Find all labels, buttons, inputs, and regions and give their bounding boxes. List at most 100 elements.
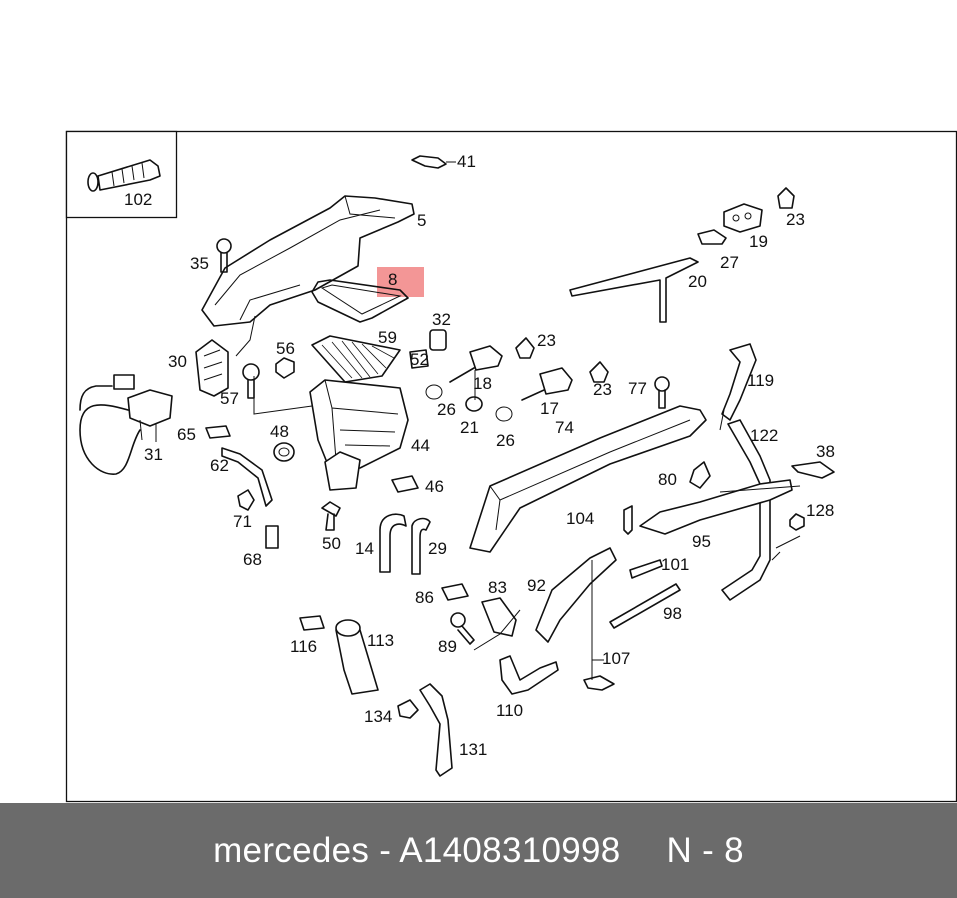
screw-104-icon bbox=[623, 505, 633, 535]
label-110: 110 bbox=[496, 701, 523, 720]
inset-box bbox=[65, 130, 178, 219]
panel-95-icon bbox=[639, 479, 793, 535]
label-30: 30 bbox=[168, 352, 187, 371]
strip-98-icon bbox=[609, 583, 681, 629]
screw-35-icon bbox=[216, 238, 232, 273]
label-41: 41 bbox=[457, 152, 476, 171]
clip-134-icon bbox=[397, 699, 419, 719]
label-31: 31 bbox=[144, 445, 163, 464]
label-23b: 23 bbox=[593, 380, 612, 399]
bulb-23b-icon bbox=[589, 361, 609, 383]
label-77: 77 bbox=[628, 379, 647, 398]
label-95: 95 bbox=[692, 532, 711, 551]
label-38: 38 bbox=[816, 442, 835, 461]
clip-65-icon bbox=[205, 425, 231, 439]
sensor-31-icon bbox=[79, 374, 173, 475]
footer-reference: N - 8 bbox=[666, 830, 744, 870]
label-86: 86 bbox=[415, 588, 434, 607]
label-14: 14 bbox=[355, 539, 374, 558]
label-52: 52 bbox=[410, 350, 429, 369]
label-119: 119 bbox=[747, 371, 774, 390]
nut-56-icon bbox=[275, 357, 295, 379]
label-32: 32 bbox=[432, 310, 451, 329]
footer-part-number: mercedes - A1408310998 bbox=[213, 830, 621, 870]
pipe-131-icon bbox=[419, 683, 453, 777]
label-21: 21 bbox=[460, 418, 479, 437]
bracket-110-icon bbox=[499, 655, 559, 695]
screw-89-icon bbox=[450, 612, 475, 645]
bracket-83-icon bbox=[481, 597, 517, 637]
label-46: 46 bbox=[425, 477, 444, 496]
label-17: 17 bbox=[540, 399, 559, 418]
connector-18-icon bbox=[449, 345, 503, 383]
label-50: 50 bbox=[322, 534, 341, 553]
label-104: 104 bbox=[566, 509, 594, 528]
bulb-23a-icon bbox=[515, 337, 535, 359]
nut-128-icon bbox=[789, 513, 805, 531]
filter-59-icon bbox=[311, 335, 401, 383]
inset-label: 102 bbox=[124, 190, 152, 209]
clip-68-icon bbox=[265, 525, 279, 549]
label-62: 62 bbox=[210, 456, 229, 475]
trim-92-icon bbox=[535, 547, 617, 643]
label-48: 48 bbox=[270, 422, 289, 441]
screw-77-icon bbox=[654, 376, 670, 409]
clip-86-icon bbox=[441, 583, 469, 601]
label-122: 122 bbox=[750, 426, 778, 445]
plug-50-icon bbox=[321, 501, 341, 531]
label-98: 98 bbox=[663, 604, 682, 623]
label-113: 113 bbox=[367, 631, 394, 650]
duct-119-icon bbox=[721, 343, 757, 421]
label-56: 56 bbox=[276, 339, 295, 358]
ring-26a-icon bbox=[425, 384, 443, 400]
label-26a: 26 bbox=[437, 400, 456, 419]
label-5: 5 bbox=[417, 211, 426, 230]
duct-113-icon bbox=[335, 619, 379, 695]
label-101: 101 bbox=[661, 555, 689, 574]
label-107: 107 bbox=[602, 649, 630, 668]
label-29: 29 bbox=[428, 539, 447, 558]
label-128: 128 bbox=[806, 501, 834, 520]
label-23c: 23 bbox=[786, 210, 805, 229]
label-65: 65 bbox=[177, 425, 196, 444]
label-92: 92 bbox=[527, 576, 546, 595]
clip-52-icon bbox=[409, 349, 429, 369]
label-20: 20 bbox=[688, 272, 707, 291]
highlight-8 bbox=[377, 267, 424, 297]
clip-107-icon bbox=[583, 675, 615, 691]
clip-102-icon bbox=[87, 159, 161, 192]
screw-57-icon bbox=[242, 363, 260, 399]
ring-26b-icon bbox=[495, 406, 513, 422]
label-59: 59 bbox=[378, 328, 397, 347]
label-26b: 26 bbox=[496, 431, 515, 450]
hose-14-icon bbox=[379, 513, 407, 573]
cap-21-icon bbox=[465, 396, 483, 412]
label-80: 80 bbox=[658, 470, 677, 489]
cap-32-icon bbox=[429, 329, 447, 351]
label-35: 35 bbox=[190, 254, 209, 273]
connector-17-icon bbox=[521, 367, 573, 401]
bulb-23c-icon bbox=[777, 187, 795, 209]
label-68: 68 bbox=[243, 550, 262, 569]
label-23a: 23 bbox=[537, 331, 556, 350]
strip-101-icon bbox=[629, 559, 663, 579]
housing-44-icon bbox=[309, 379, 409, 491]
clip-71-icon bbox=[237, 489, 255, 511]
cable-20-icon bbox=[569, 257, 699, 323]
label-134: 134 bbox=[364, 707, 392, 726]
leader-lines bbox=[235, 161, 801, 680]
label-8: 8 bbox=[388, 270, 397, 289]
label-89: 89 bbox=[438, 637, 457, 656]
footer-bar: mercedes - A1408310998 N - 8 bbox=[0, 803, 957, 898]
label-27: 27 bbox=[720, 253, 739, 272]
bracket-62-icon bbox=[221, 447, 273, 507]
hose-29-icon bbox=[411, 517, 431, 575]
duct-5-icon bbox=[201, 195, 415, 327]
clip-38-icon bbox=[791, 461, 835, 479]
switch-19-icon bbox=[723, 203, 763, 233]
label-74: 74 bbox=[555, 418, 574, 437]
label-71: 71 bbox=[233, 512, 252, 531]
clip-46-icon bbox=[391, 475, 419, 493]
gasket-27-icon bbox=[697, 229, 727, 245]
bracket-41-icon bbox=[411, 155, 447, 169]
